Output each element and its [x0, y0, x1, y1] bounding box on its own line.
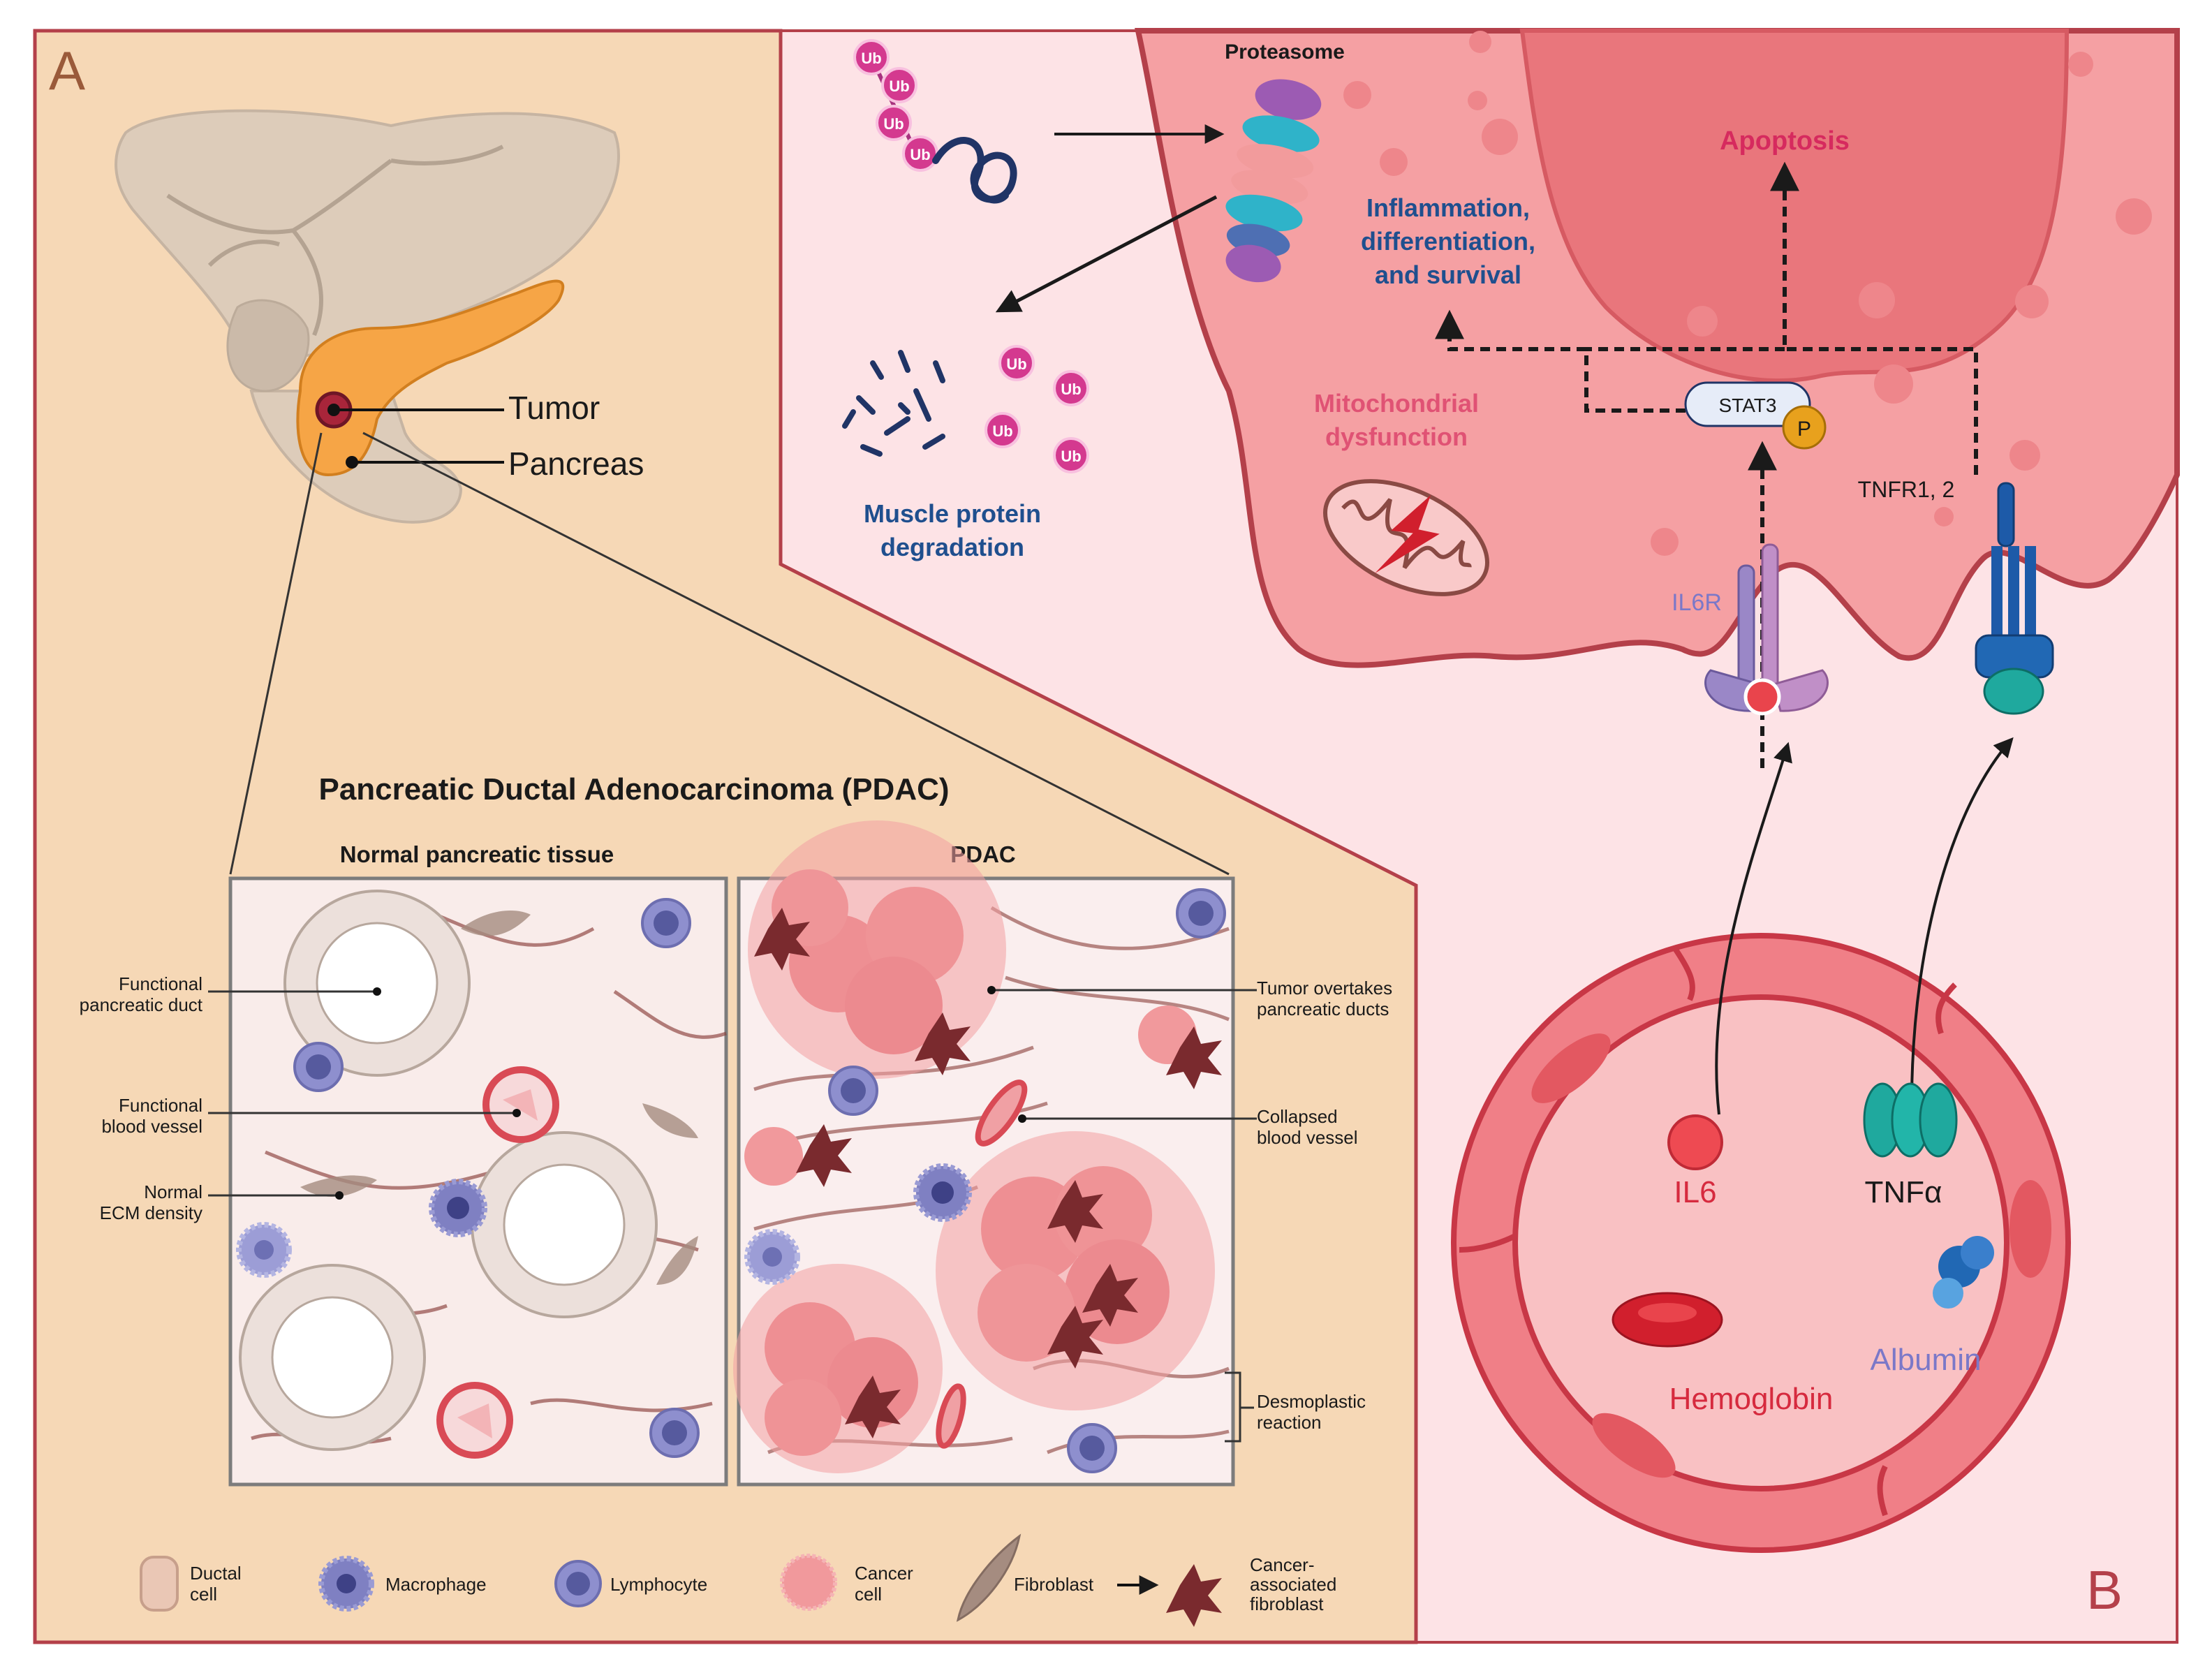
muscle-degradation-line2: degradation [880, 533, 1024, 561]
panel-b-letter: B [2086, 1559, 2123, 1621]
legend-caf-icon [1166, 1564, 1222, 1627]
callout-tumor-overtakes-line2: pancreatic ducts [1257, 999, 1389, 1019]
callout-tumor-overtakes-line1: Tumor overtakes [1257, 978, 1392, 999]
zoom-line-right [362, 432, 1230, 876]
callout-collapsed-vessel: Collapsed blood vessel [1018, 1106, 1358, 1148]
il6-molecule [1667, 1114, 1723, 1170]
cell-nucleus [1519, 29, 2070, 383]
callout-collapsed-vessel-line2: blood vessel [1257, 1127, 1358, 1148]
hemoglobin-cell-center [1638, 1303, 1697, 1322]
tnfa-molecule [1863, 1082, 1958, 1158]
callout-tumor-overtakes: Tumor overtakes pancreatic ducts [987, 978, 1392, 1019]
albumin-molecule [1933, 1236, 1994, 1309]
tnfr-receptor [1975, 482, 2054, 715]
il6-label: IL6 [1674, 1175, 1716, 1209]
muscle-degradation-line1: Muscle protein [864, 499, 1041, 528]
legend-fibroblast-label: Fibroblast [1014, 1574, 1094, 1595]
panel-a-letter: A [49, 40, 85, 101]
ub-free-1: Ub [1006, 355, 1026, 373]
cell-legend: Ductal cell Macrophage Lymphocyte Cancer… [140, 1533, 1336, 1627]
legend-lymphocyte-nucleus [566, 1572, 590, 1596]
mitochondrion-icon [1323, 479, 1489, 596]
callout-functional-vessel: Functional blood vessel [101, 1095, 521, 1137]
ub-free-2: Ub [1061, 381, 1081, 398]
normal-tissue-title: Normal pancreatic tissue [340, 841, 614, 867]
zoom-line-left [229, 432, 323, 875]
ubiquitin-chain: Ub Ub Ub Ub [853, 39, 1017, 204]
proteasome-complex [1225, 79, 1322, 283]
normal-tissue-contents [236, 890, 727, 1459]
callout-functional-duct-line2: pancreatic duct [80, 994, 203, 1015]
legend-macrophage-label: Macrophage [385, 1574, 487, 1595]
callout-functional-duct: Functional pancreatic duct [80, 973, 381, 1015]
stat3-pill [1684, 381, 1811, 427]
ub-tag-3: Ub [883, 115, 904, 133]
ub-tag-1: Ub [861, 50, 881, 67]
tnfa-label: TNFα [1865, 1175, 1942, 1209]
mito-dysfunction-line1: Mitochondrial [1314, 389, 1479, 418]
arrow-il6-to-receptor [1715, 742, 1792, 1115]
legend-caf-line1: Cancer- [1250, 1554, 1314, 1575]
callout-desmoplastic: Desmoplastic reaction [1225, 1371, 1366, 1443]
legend-cancer-cell-icon [780, 1554, 837, 1611]
callout-desmoplastic-line2: reaction [1257, 1412, 1322, 1433]
legend-cancer-cell-line2: cell [855, 1584, 882, 1605]
callout-functional-vessel-line2: blood vessel [101, 1116, 202, 1137]
legend-caf-line3: fibroblast [1250, 1593, 1324, 1614]
callout-normal-ecm-line1: Normal [144, 1181, 202, 1202]
arrow-to-degradation [995, 195, 1218, 313]
tnfr-label: TNFR1, 2 [1858, 477, 1955, 502]
callout-normal-ecm: Normal ECM density [100, 1181, 344, 1223]
ub-free-3: Ub [992, 422, 1012, 440]
callout-collapsed-vessel-line1: Collapsed [1257, 1106, 1338, 1127]
legend-ductal-cell-line2: cell [190, 1584, 217, 1605]
il6r-label: IL6R [1672, 589, 1722, 616]
callout-desmoplastic-line1: Desmoplastic [1257, 1391, 1366, 1412]
apoptosis-label: Apoptosis [1720, 126, 1850, 156]
ub-tag-2: Ub [889, 78, 909, 95]
cytoplasm-vesicles [1343, 31, 2152, 556]
hemoglobin-label: Hemoglobin [1669, 1382, 1834, 1416]
legend-fibroblast-icon [956, 1533, 1022, 1622]
tumor-label: Tumor [508, 390, 600, 426]
legend-cancer-cell-line1: Cancer [855, 1563, 913, 1584]
stat3-label: STAT3 [1719, 395, 1777, 416]
il6r-receptor [1704, 543, 1829, 716]
pdac-figure-title: Pancreatic Ductal Adenocarcinoma (PDAC) [318, 772, 949, 806]
callout-normal-ecm-line2: ECM density [100, 1202, 202, 1223]
inflammation-line1: Inflammation, [1366, 193, 1530, 222]
mito-dysfunction-line2: dysfunction [1325, 422, 1468, 451]
pancreas-organ [296, 279, 565, 477]
ub-tag-4: Ub [910, 146, 930, 163]
callout-functional-vessel-line1: Functional [119, 1095, 202, 1116]
inflammation-line3: and survival [1375, 260, 1521, 289]
free-ubiquitin: Ub Ub Ub Ub [984, 345, 1089, 473]
inflammation-line2: differentiation, [1361, 227, 1535, 256]
legend-lymphocyte-label: Lymphocyte [610, 1574, 707, 1595]
phospho-badge [1782, 405, 1827, 450]
callout-functional-duct-line1: Functional [119, 973, 202, 994]
legend-ductal-cell-line1: Ductal [190, 1563, 242, 1584]
pancreas-label: Pancreas [508, 445, 644, 482]
legend-ductal-cell-icon [140, 1556, 179, 1612]
ub-free-4: Ub [1061, 448, 1081, 465]
pdac-tissue-contents [733, 820, 1230, 1473]
protein-fragments [842, 350, 945, 457]
phospho-label: P [1797, 418, 1811, 441]
legend-caf-line2: associated [1250, 1574, 1336, 1595]
arrow-tnfa-to-receptor [1910, 737, 2014, 1097]
albumin-label: Albumin [1871, 1343, 1982, 1377]
legend-macrophage-nucleus [337, 1574, 356, 1593]
proteasome-label: Proteasome [1225, 40, 1345, 64]
